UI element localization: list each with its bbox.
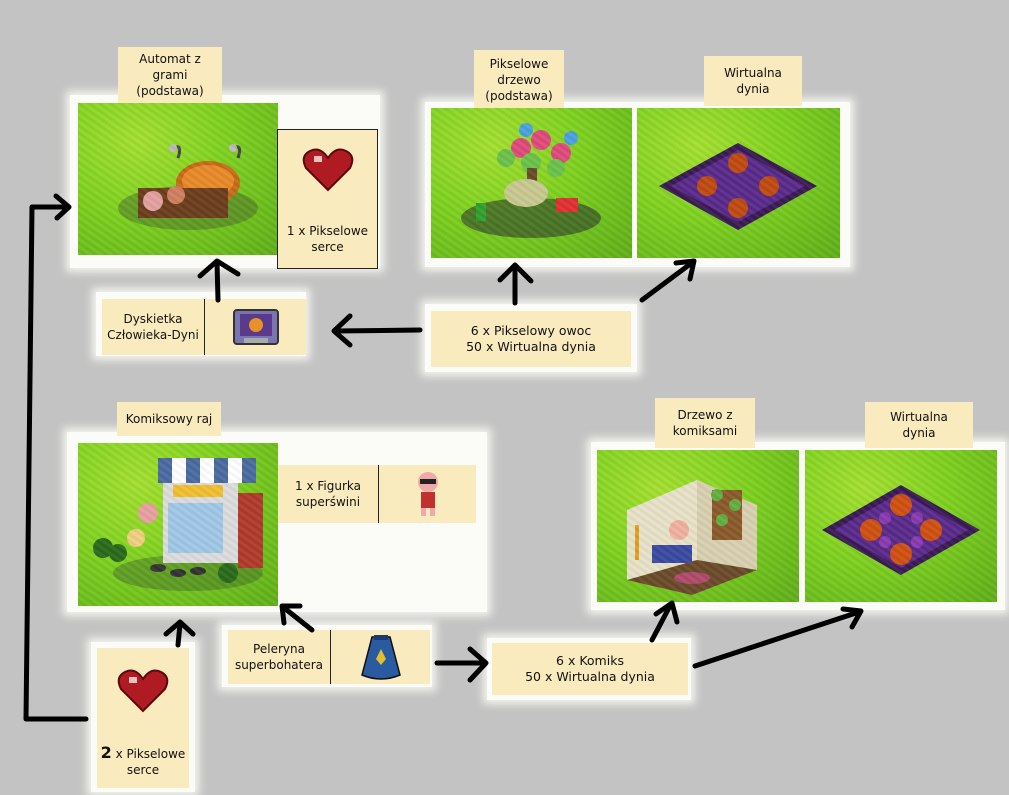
pixel-tree-image [431, 108, 632, 258]
superpig-figurine-icon [378, 465, 476, 523]
arrow-cape-to-comic [280, 604, 315, 633]
arrow-head-pumpkin-2 [840, 606, 864, 630]
arrow-hearts-to-automat [23, 204, 89, 722]
comic-paradise-label: Komiksowy raj [117, 402, 221, 436]
cape-icon [330, 630, 430, 684]
requirement-1-text: 6 x Pikselowy owoc 50 x Wirtualna dynia [431, 311, 631, 367]
pixel-tree-label: Pikselowe drzewo (podstawa) [474, 50, 564, 110]
arrow-req2-to-pumpkin [692, 609, 862, 669]
heart-item-text: 1 x Pikselowe serce [278, 210, 377, 268]
arrow-head-automat [53, 193, 72, 221]
hearts-count: 2 [100, 742, 112, 762]
automat-label: Automat z grami (podstawa) [118, 47, 222, 103]
arrow-hearts-to-comic [175, 621, 183, 648]
arrow-head-floppy [197, 258, 241, 279]
arrow-head-req1 [331, 313, 353, 348]
arrow-head-tree [497, 262, 534, 284]
hearts-item-text: 2 x Pikselowe serce [97, 734, 189, 788]
heart-icon [278, 130, 377, 210]
comic-tree-label: Drzewo z komiksami [655, 398, 755, 448]
pumpkin-field-2 [805, 450, 997, 602]
arrow-head-hearts [163, 619, 196, 637]
comic-paradise-image [78, 443, 278, 606]
arrow-head-comic-tree [653, 600, 680, 625]
floppy-item-text: Dyskietka Człowieka-Dyni [102, 299, 204, 355]
pumpkin-field-1 [637, 108, 840, 258]
pumpkin-label-2: Wirtualna dynia [865, 402, 973, 448]
arrow-head-req2 [467, 646, 489, 683]
floppy-item-box: Dyskietka Człowieka-Dyni [102, 299, 306, 355]
floppy-disk-icon [204, 299, 306, 355]
cape-item-text: Peleryna superbohatera [228, 630, 330, 684]
requirement-2-text: 6 x Komiks 50 x Wirtualna dynia [492, 643, 688, 695]
heart-item-box: 1 x Pikselowe serce [277, 129, 378, 269]
hearts-item-label: x Pikselowe serce [115, 746, 186, 777]
arrow-req1-to-floppy [332, 327, 423, 334]
arrow-head-comic [279, 603, 303, 626]
arrow-req2-to-comic-tree [649, 601, 674, 643]
arrow-floppy-to-automat [214, 259, 221, 303]
comic-tree-image [597, 450, 799, 602]
heart-icon-2 [97, 648, 189, 734]
arrow-req1-to-pumpkin [639, 259, 696, 303]
cape-item-box: Peleryna superbohatera [228, 630, 430, 684]
figurine-item-text: 1 x Figurka superświni [278, 465, 378, 523]
figurine-item-box: 1 x Figurka superświni [278, 465, 476, 523]
hearts-item-box: 2 x Pikselowe serce [97, 648, 189, 788]
automat-image [78, 103, 278, 255]
arrow-head-pumpkin-1 [673, 258, 697, 282]
pumpkin-label-1: Wirtualna dynia [704, 56, 802, 106]
